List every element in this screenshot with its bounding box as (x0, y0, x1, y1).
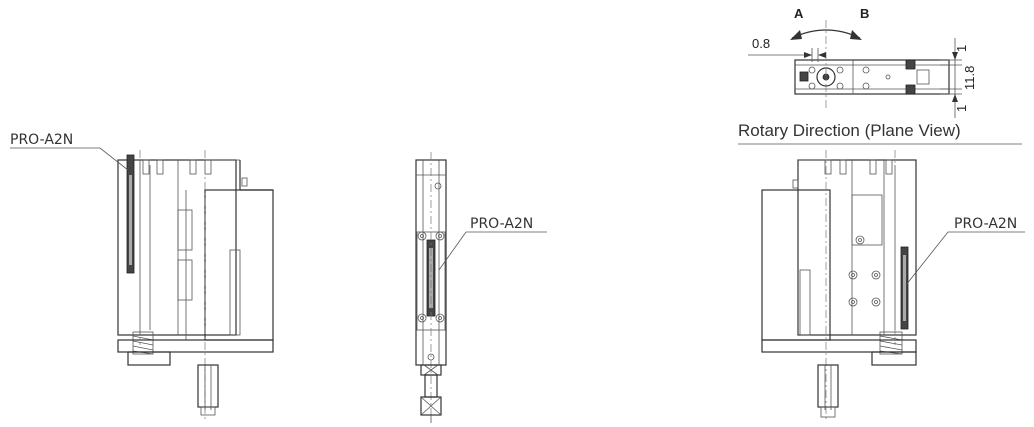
left-sensor-label: PRO-A2N (10, 132, 73, 148)
left-front-view (117, 150, 274, 420)
right-sensor-label: PRO-A2N (954, 216, 1017, 232)
direction-b-label: B (860, 6, 869, 21)
rotary-plane-view (748, 20, 962, 118)
direction-a-label: A (794, 6, 804, 21)
dimension-bottom-1: 1 (954, 105, 969, 112)
middle-leader-line (438, 231, 547, 271)
middle-sensor-label: PRO-A2N (470, 216, 533, 232)
right-front-view (761, 150, 917, 420)
rotary-view-title: Rotary Direction (Plane View) (738, 121, 961, 140)
dimension-top-1: 1 (954, 45, 969, 52)
left-leader-line (10, 147, 129, 171)
right-leader-line (905, 231, 1025, 286)
middle-side-view (415, 152, 447, 423)
dimension-11-8: 11.8 (962, 66, 977, 90)
dimension-0-8: 0.8 (752, 36, 770, 51)
